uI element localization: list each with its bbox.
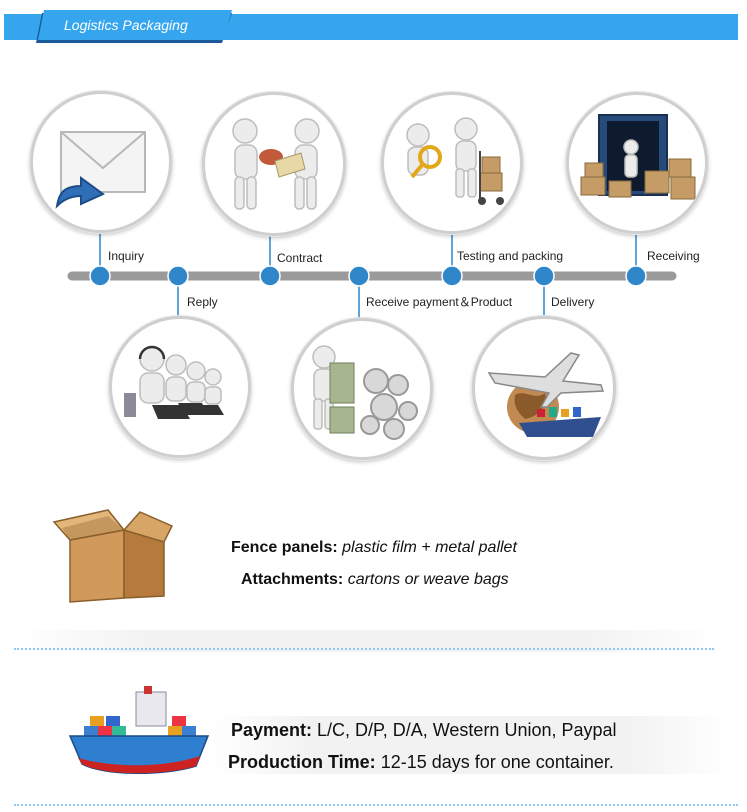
call-center-icon bbox=[124, 345, 224, 419]
step-label-testing-packing: Testing and packing bbox=[457, 249, 564, 263]
timeline-node bbox=[441, 265, 463, 287]
process-timeline bbox=[67, 228, 677, 322]
production-time-value: 12-15 days for one container. bbox=[380, 752, 614, 772]
step-label-receive-payment: Receive payment＆Product bbox=[366, 295, 513, 309]
step-image-inquiry bbox=[30, 91, 172, 233]
step-image-receiving bbox=[566, 92, 708, 234]
step-label-reply: Reply bbox=[187, 295, 218, 309]
cardboard-box-icon bbox=[52, 509, 174, 603]
terms-background bbox=[210, 716, 730, 774]
production-time-line: Production Time: 12-15 days for one cont… bbox=[228, 751, 614, 773]
testing-packing-icon bbox=[406, 117, 504, 205]
step-image-delivery bbox=[472, 316, 616, 460]
timeline-node bbox=[533, 265, 555, 287]
step-label-contract: Contract bbox=[277, 251, 323, 265]
contract-signing-icon bbox=[232, 118, 320, 210]
timeline-node bbox=[167, 265, 189, 287]
money-gears-icon bbox=[312, 345, 418, 440]
step-label-receiving: Receiving bbox=[647, 249, 700, 263]
attachments-label: Attachments: bbox=[241, 571, 344, 588]
fence-panels-label: Fence panels: bbox=[231, 539, 338, 556]
cargo-ship-icon bbox=[68, 686, 210, 775]
step-image-receive-payment bbox=[291, 318, 433, 460]
payment-label: Payment: bbox=[231, 720, 313, 740]
divider-dotted-bottom bbox=[14, 804, 738, 806]
step-image-reply bbox=[109, 316, 251, 458]
divider-dotted bbox=[14, 648, 714, 650]
step-label-delivery: Delivery bbox=[551, 295, 595, 309]
attachments-value: cartons or weave bags bbox=[347, 571, 509, 588]
timeline-node bbox=[625, 265, 647, 287]
payment-line: Payment: L/C, D/P, D/A, Western Union, P… bbox=[231, 719, 617, 741]
envelope-reply-icon bbox=[55, 131, 146, 209]
step-image-testing-packing bbox=[381, 92, 523, 234]
divider-band bbox=[14, 630, 720, 652]
plane-ship-globe-icon bbox=[487, 352, 605, 437]
page-title: Logistics Packaging bbox=[64, 17, 188, 33]
timeline-node bbox=[259, 265, 281, 287]
step-image-contract bbox=[202, 92, 346, 236]
attachments-line: Attachments: cartons or weave bags bbox=[241, 570, 509, 590]
timeline-node bbox=[89, 265, 111, 287]
fence-panels-line: Fence panels: plastic film + metal palle… bbox=[231, 538, 517, 558]
header-tab-shape bbox=[36, 10, 232, 43]
step-label-inquiry: Inquiry bbox=[108, 249, 145, 263]
payment-value: L/C, D/P, D/A, Western Union, Paypal bbox=[317, 720, 617, 740]
container-boxes-icon bbox=[580, 114, 696, 200]
fence-panels-value: plastic film + metal pallet bbox=[342, 539, 517, 556]
timeline-node bbox=[348, 265, 370, 287]
production-time-label: Production Time: bbox=[228, 752, 376, 772]
